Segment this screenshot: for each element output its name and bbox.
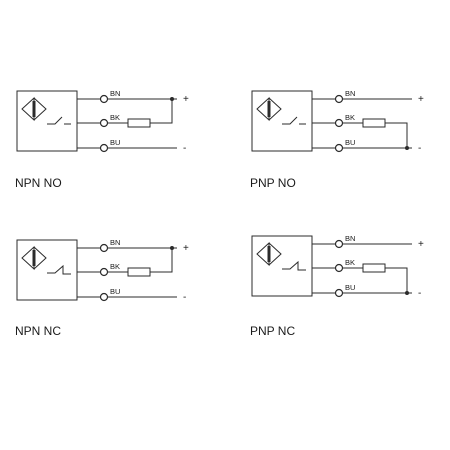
polarity-sign: - bbox=[183, 292, 186, 303]
wire-label-bu: BU bbox=[110, 287, 120, 296]
diagram-pnp-nc: BN + BK BU - bbox=[251, 234, 424, 299]
resistor-icon bbox=[362, 118, 386, 128]
sensor-housing-box bbox=[251, 235, 313, 297]
diagram-caption: PNP NO bbox=[250, 176, 296, 190]
polarity-sign: + bbox=[183, 94, 189, 105]
wire-label-bn: BN bbox=[345, 234, 355, 243]
junction-dot bbox=[405, 146, 409, 150]
switch-contact-icon bbox=[47, 264, 71, 275]
diagram-pnp-no: BN + BK BU - bbox=[251, 89, 424, 154]
terminal-circle-icon bbox=[99, 118, 109, 128]
wire-label-bn: BN bbox=[110, 89, 120, 98]
load-connection-wire bbox=[150, 99, 173, 124]
wire-label-bn: BN bbox=[110, 238, 120, 247]
junction-dot bbox=[170, 246, 174, 250]
wire-label-bn: BN bbox=[345, 89, 355, 98]
sensor-housing-box bbox=[251, 90, 313, 152]
load-connection-wire bbox=[385, 267, 408, 293]
resistor-icon bbox=[127, 118, 151, 128]
switch-contact-icon bbox=[47, 116, 71, 125]
resistor-icon bbox=[127, 267, 151, 277]
terminal-circle-icon bbox=[334, 143, 344, 153]
polarity-sign: - bbox=[183, 143, 186, 154]
wire-label-bk: BK bbox=[345, 113, 355, 122]
terminal-circle-icon bbox=[334, 239, 344, 249]
load-connection-wire bbox=[150, 248, 173, 273]
terminal-circle-icon bbox=[99, 94, 109, 104]
resistor-icon bbox=[362, 263, 386, 273]
junction-dot bbox=[170, 97, 174, 101]
terminal-circle-icon bbox=[99, 267, 109, 277]
diagram-npn-nc: BN + BK BU - bbox=[16, 238, 189, 303]
sensor-symbol-bar bbox=[32, 101, 36, 117]
polarity-sign: - bbox=[418, 288, 421, 299]
polarity-sign: - bbox=[418, 143, 421, 154]
sensor-symbol-bar bbox=[267, 101, 271, 117]
polarity-sign: + bbox=[418, 94, 424, 105]
terminal-circle-icon bbox=[99, 243, 109, 253]
wire-label-bk: BK bbox=[110, 262, 120, 271]
terminal-circle-icon bbox=[334, 94, 344, 104]
switch-contact-icon bbox=[282, 260, 306, 271]
terminal-circle-icon bbox=[334, 118, 344, 128]
wire-label-bu: BU bbox=[110, 138, 120, 147]
terminal-circle-icon bbox=[334, 263, 344, 273]
junction-dot bbox=[405, 291, 409, 295]
wire-label-bk: BK bbox=[110, 113, 120, 122]
wire-label-bk: BK bbox=[345, 258, 355, 267]
wire-label-bu: BU bbox=[345, 283, 355, 292]
terminal-circle-icon bbox=[334, 288, 344, 298]
wire-label-bu: BU bbox=[345, 138, 355, 147]
sensor-housing-box bbox=[16, 239, 78, 301]
diagram-npn-no: BN + BK BU - bbox=[16, 89, 189, 154]
polarity-sign: + bbox=[418, 239, 424, 250]
diagram-caption: PNP NC bbox=[250, 324, 296, 338]
terminal-circle-icon bbox=[99, 292, 109, 302]
diagram-caption: NPN NO bbox=[15, 176, 62, 190]
diagram-caption: NPN NC bbox=[15, 324, 62, 338]
sensor-symbol-bar bbox=[32, 250, 36, 266]
load-connection-wire bbox=[385, 122, 408, 148]
switch-contact-icon bbox=[282, 116, 306, 125]
terminal-circle-icon bbox=[99, 143, 109, 153]
sensor-housing-box bbox=[16, 90, 78, 152]
polarity-sign: + bbox=[183, 243, 189, 254]
sensor-symbol-bar bbox=[267, 246, 271, 262]
